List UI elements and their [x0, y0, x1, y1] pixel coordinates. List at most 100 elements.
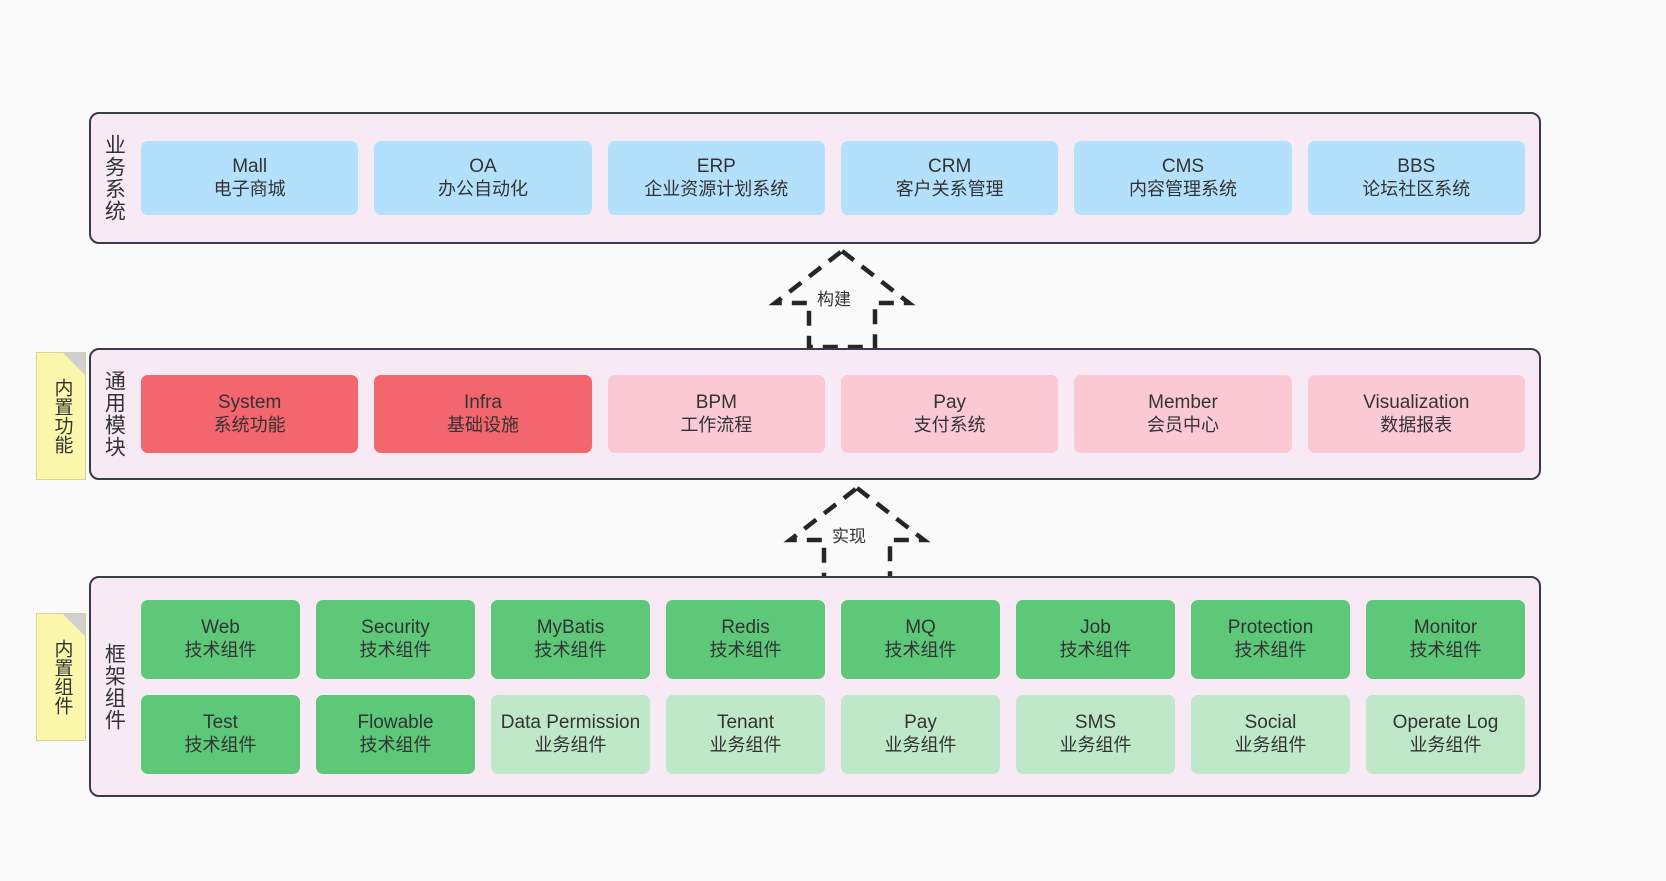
card-title-cn: 业务组件	[1059, 734, 1132, 755]
card-title-cn: 技术组件	[1059, 639, 1132, 660]
note-builtin-component[interactable]: 内置组件	[36, 613, 86, 741]
card-title-cn: 业务组件	[1409, 734, 1482, 755]
layer-body-business-system: Mall 电子商城 OA 办公自动化 ERP 企业资源计划系统 CRM 客户关系…	[135, 114, 1539, 242]
card-pay-module[interactable]: Pay 支付系统	[840, 375, 1059, 453]
card-title-cn: 技术组件	[534, 639, 607, 660]
generalization-arrow-icon	[783, 485, 931, 587]
card-job[interactable]: Job 技术组件	[1016, 599, 1175, 679]
card-title-en: Monitor	[1413, 617, 1478, 639]
card-title-en: Pay	[933, 392, 967, 414]
card-mybatis[interactable]: MyBatis 技术组件	[491, 599, 650, 679]
card-security[interactable]: Security 技术组件	[316, 599, 475, 679]
card-title-cn: 客户关系管理	[895, 178, 1004, 199]
connector-build: 构建	[757, 247, 927, 350]
card-title-cn: 系统功能	[213, 414, 286, 435]
note-builtin-function[interactable]: 内置功能	[36, 352, 86, 480]
card-row: Test 技术组件 Flowable 技术组件 Data Permission …	[141, 694, 1525, 774]
card-title-cn: 技术组件	[1234, 639, 1307, 660]
card-title-cn: 工作流程	[680, 414, 753, 435]
layer-business-system: 业务系统 Mall 电子商城 OA 办公自动化 ERP 企业资源计划系统 CRM…	[89, 112, 1541, 244]
card-pay-component[interactable]: Pay 业务组件	[841, 694, 1000, 774]
card-title-en: Web	[201, 617, 240, 639]
card-title-cn: 业务组件	[534, 734, 607, 755]
card-title-en: CRM	[928, 156, 972, 178]
card-bbs[interactable]: BBS 论坛社区系统	[1307, 141, 1525, 215]
card-title-cn: 企业资源计划系统	[644, 178, 789, 199]
card-title-cn: 电子商城	[213, 178, 286, 199]
card-visualization[interactable]: Visualization 数据报表	[1307, 375, 1525, 453]
card-title-cn: 基础设施	[446, 414, 519, 435]
card-title-en: Flowable	[357, 712, 434, 734]
card-title-en: MyBatis	[536, 617, 605, 639]
card-title-cn: 业务组件	[1234, 734, 1307, 755]
card-cms[interactable]: CMS 内容管理系统	[1074, 141, 1292, 215]
card-row: System 系统功能 Infra 基础设施 BPM 工作流程 Pay 支付系统…	[141, 375, 1525, 453]
connector-label-implement: 实现	[832, 527, 866, 546]
card-social[interactable]: Social 业务组件	[1191, 694, 1350, 774]
card-title-cn: 支付系统	[913, 414, 986, 435]
card-mall[interactable]: Mall 电子商城	[141, 141, 359, 215]
card-title-en: Visualization	[1363, 392, 1470, 414]
card-title-cn: 技术组件	[184, 734, 257, 755]
card-operate-log[interactable]: Operate Log 业务组件	[1366, 694, 1525, 774]
connector-implement: 实现	[772, 484, 942, 587]
card-erp[interactable]: ERP 企业资源计划系统	[607, 141, 825, 215]
card-flowable[interactable]: Flowable 技术组件	[316, 694, 475, 774]
card-data-permission[interactable]: Data Permission 业务组件	[491, 694, 650, 774]
card-title-en: Member	[1148, 392, 1218, 414]
card-crm[interactable]: CRM 客户关系管理	[840, 141, 1059, 215]
card-title-cn: 会员中心	[1146, 414, 1219, 435]
card-tenant[interactable]: Tenant 业务组件	[666, 694, 825, 774]
card-title-en: Infra	[463, 392, 502, 414]
generalization-arrow-icon	[768, 248, 916, 350]
card-monitor[interactable]: Monitor 技术组件	[1366, 599, 1525, 679]
card-mq[interactable]: MQ 技术组件	[841, 599, 1000, 679]
card-redis[interactable]: Redis 技术组件	[666, 599, 825, 679]
card-infra[interactable]: Infra 基础设施	[374, 375, 592, 453]
card-title-en: System	[217, 392, 282, 414]
card-title-cn: 技术组件	[359, 734, 432, 755]
card-protection[interactable]: Protection 技术组件	[1191, 599, 1350, 679]
card-member[interactable]: Member 会员中心	[1074, 375, 1292, 453]
card-system[interactable]: System 系统功能	[141, 375, 359, 453]
card-title-cn: 技术组件	[709, 639, 782, 660]
card-title-en: Security	[361, 617, 430, 639]
card-title-en: Redis	[721, 617, 770, 639]
card-title-en: Job	[1080, 617, 1111, 639]
card-web[interactable]: Web 技术组件	[141, 599, 300, 679]
card-title-cn: 技术组件	[884, 639, 957, 660]
card-title-cn: 技术组件	[359, 639, 432, 660]
card-title-en: Social	[1244, 712, 1297, 734]
card-title-cn: 技术组件	[1409, 639, 1482, 660]
card-test[interactable]: Test 技术组件	[141, 694, 300, 774]
layer-common-module: 通用模块 System 系统功能 Infra 基础设施 BPM 工作流程 Pay…	[89, 348, 1541, 480]
card-row: Mall 电子商城 OA 办公自动化 ERP 企业资源计划系统 CRM 客户关系…	[141, 141, 1525, 215]
card-title-cn: 业务组件	[709, 734, 782, 755]
card-title-en: ERP	[696, 156, 736, 178]
card-title-cn: 论坛社区系统	[1362, 178, 1471, 199]
card-title-en: Data Permission	[500, 712, 641, 734]
card-title-en: CMS	[1161, 156, 1205, 178]
card-title-en: OA	[469, 156, 497, 178]
card-title-cn: 办公自动化	[437, 178, 528, 199]
card-title-en: SMS	[1074, 712, 1117, 734]
card-oa[interactable]: OA 办公自动化	[374, 141, 592, 215]
layer-title-common-module: 通用模块	[102, 370, 126, 458]
card-title-en: MQ	[905, 617, 936, 639]
card-title-en: Mall	[232, 156, 268, 178]
card-title-cn: 业务组件	[884, 734, 957, 755]
layer-title-framework-component: 框架组件	[102, 642, 126, 731]
card-title-en: BPM	[695, 392, 737, 414]
card-row: Web 技术组件 Security 技术组件 MyBatis 技术组件 Redi…	[141, 599, 1525, 679]
layer-body-common-module: System 系统功能 Infra 基础设施 BPM 工作流程 Pay 支付系统…	[135, 350, 1539, 478]
card-bpm[interactable]: BPM 工作流程	[607, 375, 825, 453]
layer-title-business-system: 业务系统	[102, 134, 126, 222]
card-title-en: BBS	[1397, 156, 1436, 178]
card-sms[interactable]: SMS 业务组件	[1016, 694, 1175, 774]
card-title-en: Pay	[904, 712, 937, 734]
card-title-en: Test	[203, 712, 238, 734]
card-title-cn: 内容管理系统	[1128, 178, 1237, 199]
connector-label-build: 构建	[817, 290, 851, 309]
card-title-en: Protection	[1227, 617, 1314, 639]
